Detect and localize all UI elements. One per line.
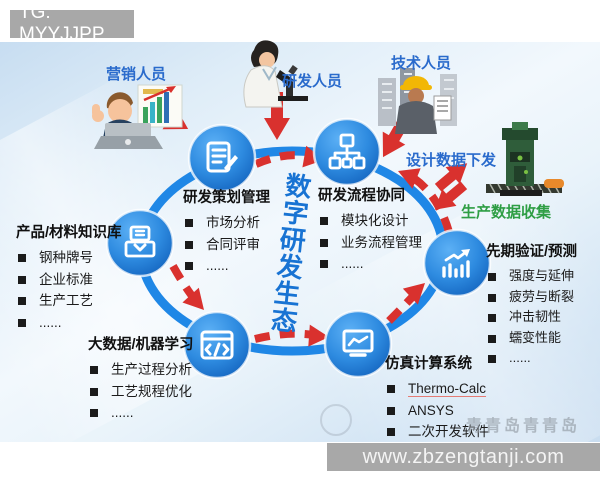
node-simulation-label: 仿真计算系统 Thermo-Calc ANSYS 二次开发软件 — [385, 352, 489, 443]
node-item: ...... — [486, 348, 577, 369]
technical-person-illustration — [378, 68, 457, 134]
node-planning-label: 研发策划管理 市场分析 合同评审 ...... — [183, 186, 270, 277]
node-knowledge-label: 产品/材料知识库 钢种牌号 企业标准 生产工艺 ...... — [16, 221, 122, 333]
arrow-production-collect — [434, 181, 468, 210]
node-title: 产品/材料知识库 — [16, 225, 122, 241]
node-knowledge-circle — [105, 208, 175, 278]
monitor-chart-icon — [342, 329, 374, 357]
label-design-dispatch: 设计数据下发 — [406, 152, 497, 169]
node-bigdata-circle — [182, 310, 252, 380]
code-window-icon — [200, 330, 234, 360]
node-item: 蠕变性能 — [486, 328, 577, 349]
node-item: 模块化设计 — [318, 210, 422, 232]
node-validation-circle — [422, 228, 492, 298]
node-item: 钢种牌号 — [16, 247, 122, 269]
sitemap-icon — [328, 133, 366, 170]
inbox-doc-icon — [124, 225, 156, 258]
label-marketing-person: 营销人员 — [106, 66, 167, 83]
node-item-list: 强度与延伸 疲劳与断裂 冲击韧性 蠕变性能 ...... — [486, 266, 577, 369]
arrow-bigdata-to-simulation — [254, 329, 315, 343]
node-simulation-circle — [323, 309, 393, 379]
tg-banner-text: TG: MYYJJPP — [19, 2, 105, 45]
node-validation-label: 先期验证/预测 强度与延伸 疲劳与断裂 冲击韧性 蠕变性能 ...... — [486, 240, 577, 369]
marketing-person-illustration — [92, 84, 183, 149]
node-item: ...... — [318, 253, 422, 275]
node-title: 仿真计算系统 — [385, 356, 472, 372]
node-item: 冲击韧性 — [486, 307, 577, 328]
growth-chart-icon — [442, 249, 470, 278]
node-planning-circle — [187, 123, 257, 193]
node-bigdata-label: 大数据/机器学习 生产过程分析 工艺规程优化 ...... — [88, 333, 194, 424]
node-item: Thermo-Calc — [385, 378, 489, 400]
node-title: 研发流程协同 — [318, 188, 405, 204]
site-url-text: www.zbzengtanji.com — [362, 445, 565, 468]
watermark-text: 青青岛青青岛 — [466, 418, 581, 435]
node-item: 工艺规程优化 — [88, 381, 194, 403]
node-item: 企业标准 — [16, 269, 122, 291]
watermark-logo-circle — [320, 404, 352, 436]
node-circles — [105, 117, 492, 380]
node-item: ANSYS — [385, 400, 489, 422]
arrow-design-dispatch — [434, 163, 468, 192]
node-item: 生产工艺 — [16, 290, 122, 312]
label-production-collect: 生产数据收集 — [461, 204, 552, 221]
node-item: ...... — [88, 402, 194, 424]
flow-arrowheads — [182, 145, 425, 347]
label-research-person: 研发人员 — [282, 73, 343, 90]
node-item-list: 模块化设计 业务流程管理 ...... — [318, 210, 422, 275]
node-item: ...... — [183, 255, 270, 277]
node-item: 业务流程管理 — [318, 232, 422, 254]
node-item: 强度与延伸 — [486, 266, 577, 287]
node-item: 二次开发软件 — [385, 421, 489, 443]
document-pencil-icon — [206, 141, 238, 173]
site-url-banner: www.zbzengtanji.com — [327, 443, 600, 471]
node-item: 市场分析 — [183, 212, 270, 234]
research-person-illustration — [243, 40, 308, 108]
node-item: ...... — [16, 312, 122, 334]
node-process-circle — [312, 117, 382, 187]
production-machine-illustration — [486, 122, 564, 196]
tg-banner: TG: MYYJJPP — [10, 2, 134, 45]
node-item-list: 钢种牌号 企业标准 生产工艺 ...... — [16, 247, 122, 333]
node-item-list: 市场分析 合同评审 ...... — [183, 212, 270, 277]
node-process-label: 研发流程协同 模块化设计 业务流程管理 ...... — [318, 184, 422, 275]
node-item-list: Thermo-Calc ANSYS 二次开发软件 — [385, 378, 489, 443]
node-title: 先期验证/预测 — [486, 244, 578, 260]
node-title: 大数据/机器学习 — [88, 337, 194, 353]
node-title: 研发策划管理 — [183, 190, 270, 206]
node-item: 生产过程分析 — [88, 359, 194, 381]
arrow-validation-to-process — [409, 173, 453, 234]
node-item: 疲劳与断裂 — [486, 287, 577, 308]
node-item-list: 生产过程分析 工艺规程优化 ...... — [88, 359, 194, 424]
label-technical-person: 技术人员 — [391, 55, 452, 72]
node-item: 合同评审 — [183, 234, 270, 256]
arrow-research-in — [264, 92, 290, 140]
